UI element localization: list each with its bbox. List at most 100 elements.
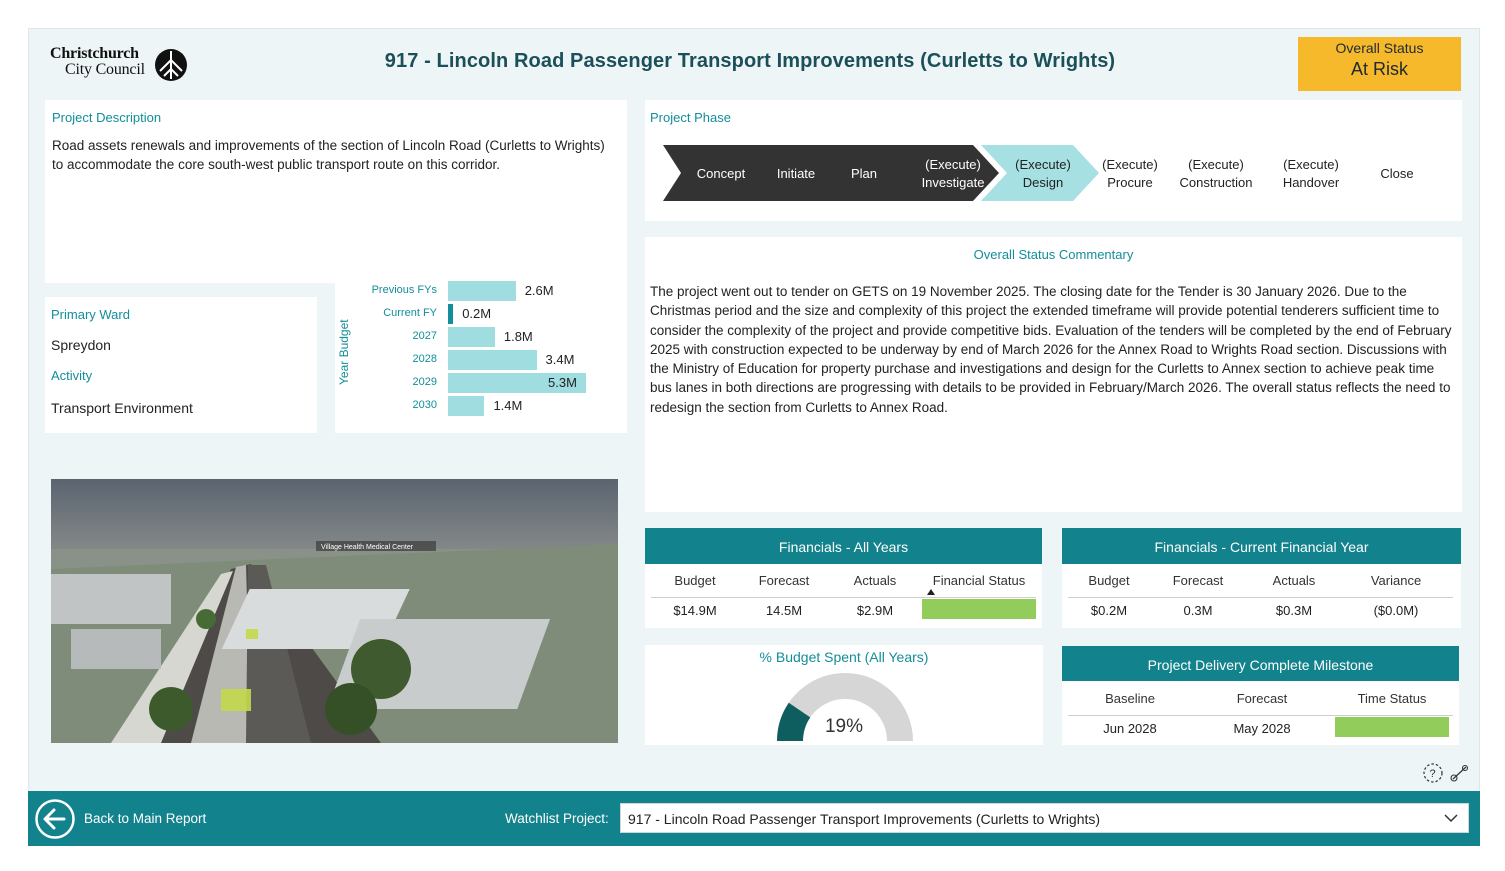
phase-step: (Execute) Design: [1015, 156, 1071, 192]
phase-step-line1: (Execute): [1102, 157, 1158, 172]
back-arrow-circle-icon[interactable]: [34, 798, 76, 840]
fin-all-status-header: Financial Status: [932, 573, 1026, 588]
budget-spent-percent: 19%: [824, 716, 864, 737]
budget-bar-row: 2027 1.8M: [335, 327, 627, 347]
project-phase-card: Project Phase Concept Initiate Plan (Execut…: [645, 100, 1462, 221]
visual-tools: ?: [1422, 762, 1470, 789]
phase-step-line1: (Execute): [925, 157, 981, 172]
primary-ward-label: Primary Ward: [51, 307, 130, 322]
primary-ward-value: Spreydon: [51, 337, 111, 353]
fin-all-budget-header: Budget: [674, 573, 716, 588]
activity-label: Activity: [51, 368, 93, 383]
budget-bar[interactable]: [448, 350, 537, 370]
budget-bar-row: 2028 3.4M: [335, 350, 627, 370]
phase-step-line1: (Execute): [1188, 157, 1244, 172]
gauge-track: [777, 673, 913, 741]
phase-step-line2: Design: [1022, 175, 1064, 190]
milestone-forecast-header: Forecast: [1236, 691, 1288, 706]
fin-all-forecast-value: 14.5M: [765, 603, 803, 618]
status-commentary-title: Overall Status Commentary: [973, 247, 1134, 262]
street-render-illustration: Village Health Medical Center: [51, 479, 618, 743]
phase-step: Plan: [851, 165, 877, 183]
ward-activity-card: Primary Ward Spreydon Activity Transport…: [45, 297, 317, 433]
budget-bar[interactable]: [448, 396, 485, 416]
milestone-divider: [1068, 715, 1453, 716]
financial-status-indicator: [922, 599, 1036, 619]
bottom-navigation-bar: Back to Main Report Watchlist Project: 9…: [28, 791, 1480, 846]
project-description-text: Road assets renewals and improvements of…: [52, 138, 605, 172]
phase-step-line1: Plan: [850, 166, 878, 181]
phase-step-line1: Concept: [696, 166, 746, 181]
council-logo: Christchurch City Council: [50, 44, 190, 84]
phase-step-line1: Close: [1380, 166, 1414, 181]
budget-bar-value: 1.4M: [493, 398, 523, 413]
phase-step-line1: (Execute): [1283, 157, 1339, 172]
activity-value: Transport Environment: [51, 400, 193, 416]
budget-spent-title: % Budget Spent (All Years): [759, 649, 929, 665]
phase-step-line2: Construction: [1179, 175, 1253, 190]
financials-current-year-title: Financials - Current Financial Year: [1062, 528, 1461, 564]
overall-status-label: Overall Status: [1335, 40, 1424, 56]
budget-bar[interactable]: [448, 304, 454, 324]
phase-step-line1: (Execute): [1015, 157, 1071, 172]
milestone-baseline-header: Baseline: [1105, 691, 1155, 706]
fin-all-actuals-value: $2.9M: [856, 603, 894, 618]
render-sign-text: Village Health Medical Center: [321, 544, 414, 551]
logo-mark-icon: [155, 49, 187, 81]
budget-bar-value: 3.4M: [545, 352, 575, 367]
sort-arrow-icon: [927, 589, 935, 595]
project-phase-label: Project Phase: [650, 110, 731, 125]
project-description-label: Project Description: [52, 110, 162, 125]
budget-bar-category: 2027: [412, 330, 437, 342]
gauge-fill: [777, 702, 811, 741]
watchlist-selected-value: 917 - Lincoln Road Passenger Transport I…: [628, 811, 1101, 827]
share-icon[interactable]: [1450, 764, 1469, 782]
fin-all-forecast-header: Forecast: [758, 573, 810, 588]
budget-bar[interactable]: [448, 373, 586, 393]
financials-all-years-title: Financials - All Years: [645, 528, 1042, 564]
budget-bar[interactable]: [448, 281, 516, 301]
back-to-main-report-button[interactable]: Back to Main Report: [84, 811, 207, 826]
fin-cur-actuals-header: Actuals: [1272, 573, 1316, 588]
phase-step: Close: [1380, 165, 1413, 183]
budget-bar-value: 2.6M: [524, 283, 554, 298]
phase-step: (Execute) Construction: [1180, 156, 1253, 192]
help-icon[interactable]: ?: [1423, 763, 1443, 783]
project-description-card: Project Description Road assets renewals…: [45, 100, 627, 283]
milestone-time-status-header: Time Status: [1357, 691, 1427, 706]
fin-all-divider: [651, 597, 1036, 598]
overall-status-badge: Overall Status At Risk: [1298, 37, 1461, 91]
status-commentary-card: Overall Status Commentary The project we…: [645, 237, 1462, 512]
project-render-image: Village Health Medical Center: [51, 479, 618, 743]
budget-bar[interactable]: [448, 327, 495, 347]
phase-step: (Execute) Procure: [1102, 156, 1158, 192]
chevron-down-icon[interactable]: [1442, 809, 1460, 827]
budget-bar-value: 5.3M: [548, 375, 577, 390]
svg-text:?: ?: [1430, 768, 1436, 780]
watchlist-label: Watchlist Project:: [505, 811, 609, 826]
time-status-indicator: [1335, 717, 1449, 737]
phase-step-line2: Procure: [1107, 175, 1153, 190]
fin-cur-actuals-value: $0.3M: [1275, 603, 1313, 618]
phase-step-line2: Handover: [1282, 175, 1340, 190]
watchlist-project-dropdown[interactable]: 917 - Lincoln Road Passenger Transport I…: [620, 803, 1469, 833]
fin-cur-forecast-value: 0.3M: [1183, 603, 1213, 618]
phase-step: (Execute) Handover: [1283, 156, 1339, 192]
fin-all-actuals-header: Actuals: [853, 573, 897, 588]
fin-cur-forecast-header: Forecast: [1172, 573, 1224, 588]
overall-status-value: At Risk: [1350, 59, 1408, 79]
page-title: 917 - Lincoln Road Passenger Transport I…: [384, 50, 1116, 72]
fin-cur-budget-value: $0.2M: [1090, 603, 1128, 618]
budget-bar-value: 1.8M: [503, 329, 533, 344]
phase-step-line2: Investigate: [921, 175, 985, 190]
fin-cur-variance-value: ($0.0M): [1373, 603, 1419, 618]
budget-spent-gauge: [777, 673, 913, 741]
fin-all-budget-value: $14.9M: [673, 603, 717, 618]
phase-chevron-track: [663, 145, 1099, 201]
phase-step: Initiate: [777, 165, 815, 183]
budget-bar-category: 2028: [412, 353, 437, 365]
